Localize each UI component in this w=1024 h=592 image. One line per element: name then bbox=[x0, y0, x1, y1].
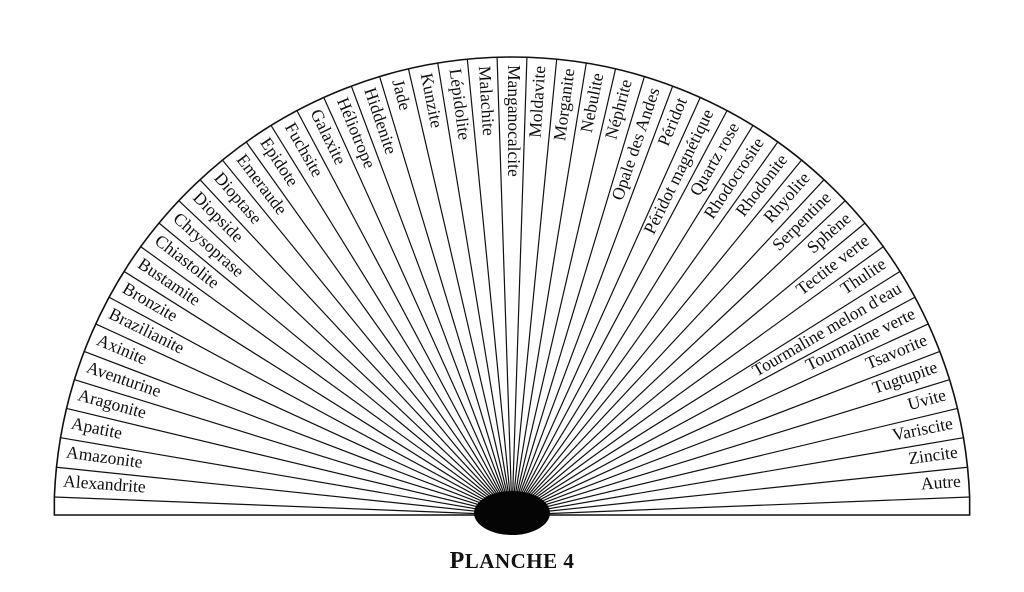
fan-border bbox=[53, 56, 971, 516]
sector-divider bbox=[511, 62, 587, 516]
sector-divider bbox=[511, 59, 558, 516]
sector-label: Alexandrite bbox=[63, 471, 147, 497]
sector-divider bbox=[108, 296, 513, 516]
sector-divider bbox=[95, 323, 513, 516]
sector-divider bbox=[437, 62, 513, 516]
sector-divider bbox=[222, 159, 513, 516]
sector-label: Moldavite bbox=[525, 65, 550, 138]
sector-divider bbox=[511, 200, 846, 516]
sector-divider bbox=[511, 159, 802, 516]
sector-labels: AlexandriteAmazoniteApatiteAragoniteAven… bbox=[63, 65, 962, 497]
sector-divider bbox=[511, 141, 779, 516]
sector-divider bbox=[270, 125, 513, 516]
sector-divider bbox=[60, 437, 513, 516]
sector-label: Manganocalcite bbox=[504, 65, 524, 177]
fan-outline bbox=[53, 56, 971, 535]
sector-divider bbox=[407, 68, 513, 516]
sector-divider bbox=[83, 350, 513, 516]
sector-divider bbox=[511, 437, 964, 516]
sector-divider bbox=[350, 85, 513, 516]
sector-label: Variscite bbox=[890, 413, 954, 445]
sector-label: Lépidolite bbox=[446, 67, 475, 141]
sector-divider bbox=[511, 222, 866, 516]
sector-divider bbox=[123, 270, 513, 516]
sector-divider bbox=[56, 466, 513, 516]
sector-divider bbox=[511, 466, 968, 516]
sector-divider bbox=[511, 68, 617, 516]
sector-label: Amazonite bbox=[65, 442, 144, 472]
sector-label: Uvite bbox=[905, 384, 948, 414]
sector-divider bbox=[66, 407, 513, 516]
sector-divider bbox=[511, 125, 754, 516]
sector-divider bbox=[511, 246, 884, 516]
sector-divider bbox=[54, 496, 513, 516]
sector-divider bbox=[158, 222, 513, 516]
sector-label: Kunzite bbox=[417, 71, 447, 129]
sector-divider bbox=[245, 141, 513, 516]
sector-divider bbox=[511, 323, 929, 516]
sector-label: Morganite bbox=[549, 67, 578, 142]
sector-divider bbox=[511, 76, 645, 516]
sector-divider bbox=[296, 110, 513, 516]
sector-divider bbox=[323, 97, 513, 516]
caption-initial: P bbox=[449, 548, 465, 574]
sector-divider bbox=[511, 270, 901, 516]
sector-divider bbox=[511, 97, 701, 516]
sector-divider bbox=[511, 85, 674, 516]
sector-divider bbox=[511, 379, 950, 516]
caption-rest: LANCHE 4 bbox=[464, 549, 575, 573]
sector-label: Malachite bbox=[475, 65, 500, 136]
sector-divider bbox=[511, 407, 958, 516]
sector-divider bbox=[74, 379, 513, 516]
sector-divider bbox=[511, 350, 941, 516]
sector-divider bbox=[140, 246, 513, 516]
plate-caption: PLANCHE 4 bbox=[0, 548, 1024, 575]
sector-divider bbox=[511, 496, 970, 516]
sector-divider bbox=[511, 57, 528, 516]
sector-divider bbox=[379, 76, 513, 516]
sector-divider bbox=[199, 179, 513, 516]
sector-divider bbox=[511, 179, 825, 516]
sector-label: Autre bbox=[920, 471, 961, 494]
sector-label: Apatite bbox=[70, 413, 125, 443]
sector-divider bbox=[511, 296, 916, 516]
sector-divider bbox=[511, 110, 728, 516]
center-hub bbox=[474, 491, 550, 535]
sector-divider bbox=[496, 57, 513, 516]
sector-divider bbox=[466, 59, 513, 516]
sector-divider bbox=[178, 200, 513, 516]
